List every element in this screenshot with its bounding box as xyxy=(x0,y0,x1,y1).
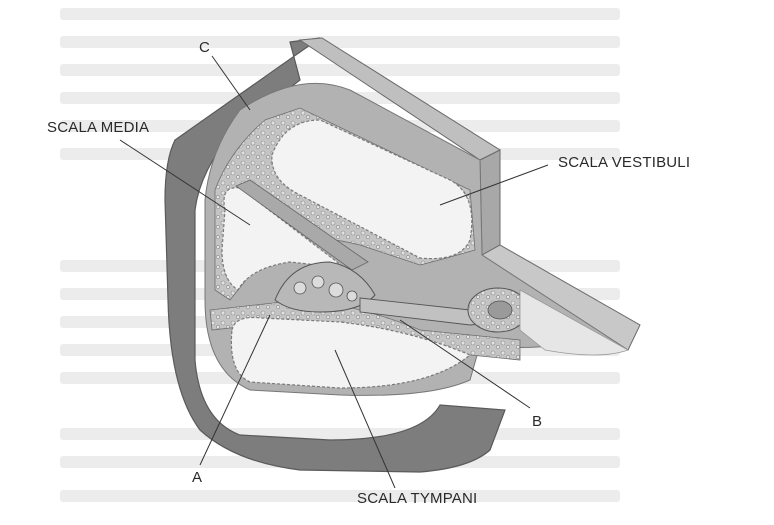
label-a: A xyxy=(192,469,202,486)
label-scala-vestibuli: SCALA VESTIBULI xyxy=(558,154,690,171)
bony-plate-vertical xyxy=(480,150,500,255)
label-c: C xyxy=(199,39,210,56)
label-scala-media: SCALA MEDIA xyxy=(47,119,149,136)
spiral-ganglion xyxy=(468,288,528,332)
label-b: B xyxy=(532,413,542,430)
label-scala-tympani: SCALA TYMPANI xyxy=(357,490,477,507)
